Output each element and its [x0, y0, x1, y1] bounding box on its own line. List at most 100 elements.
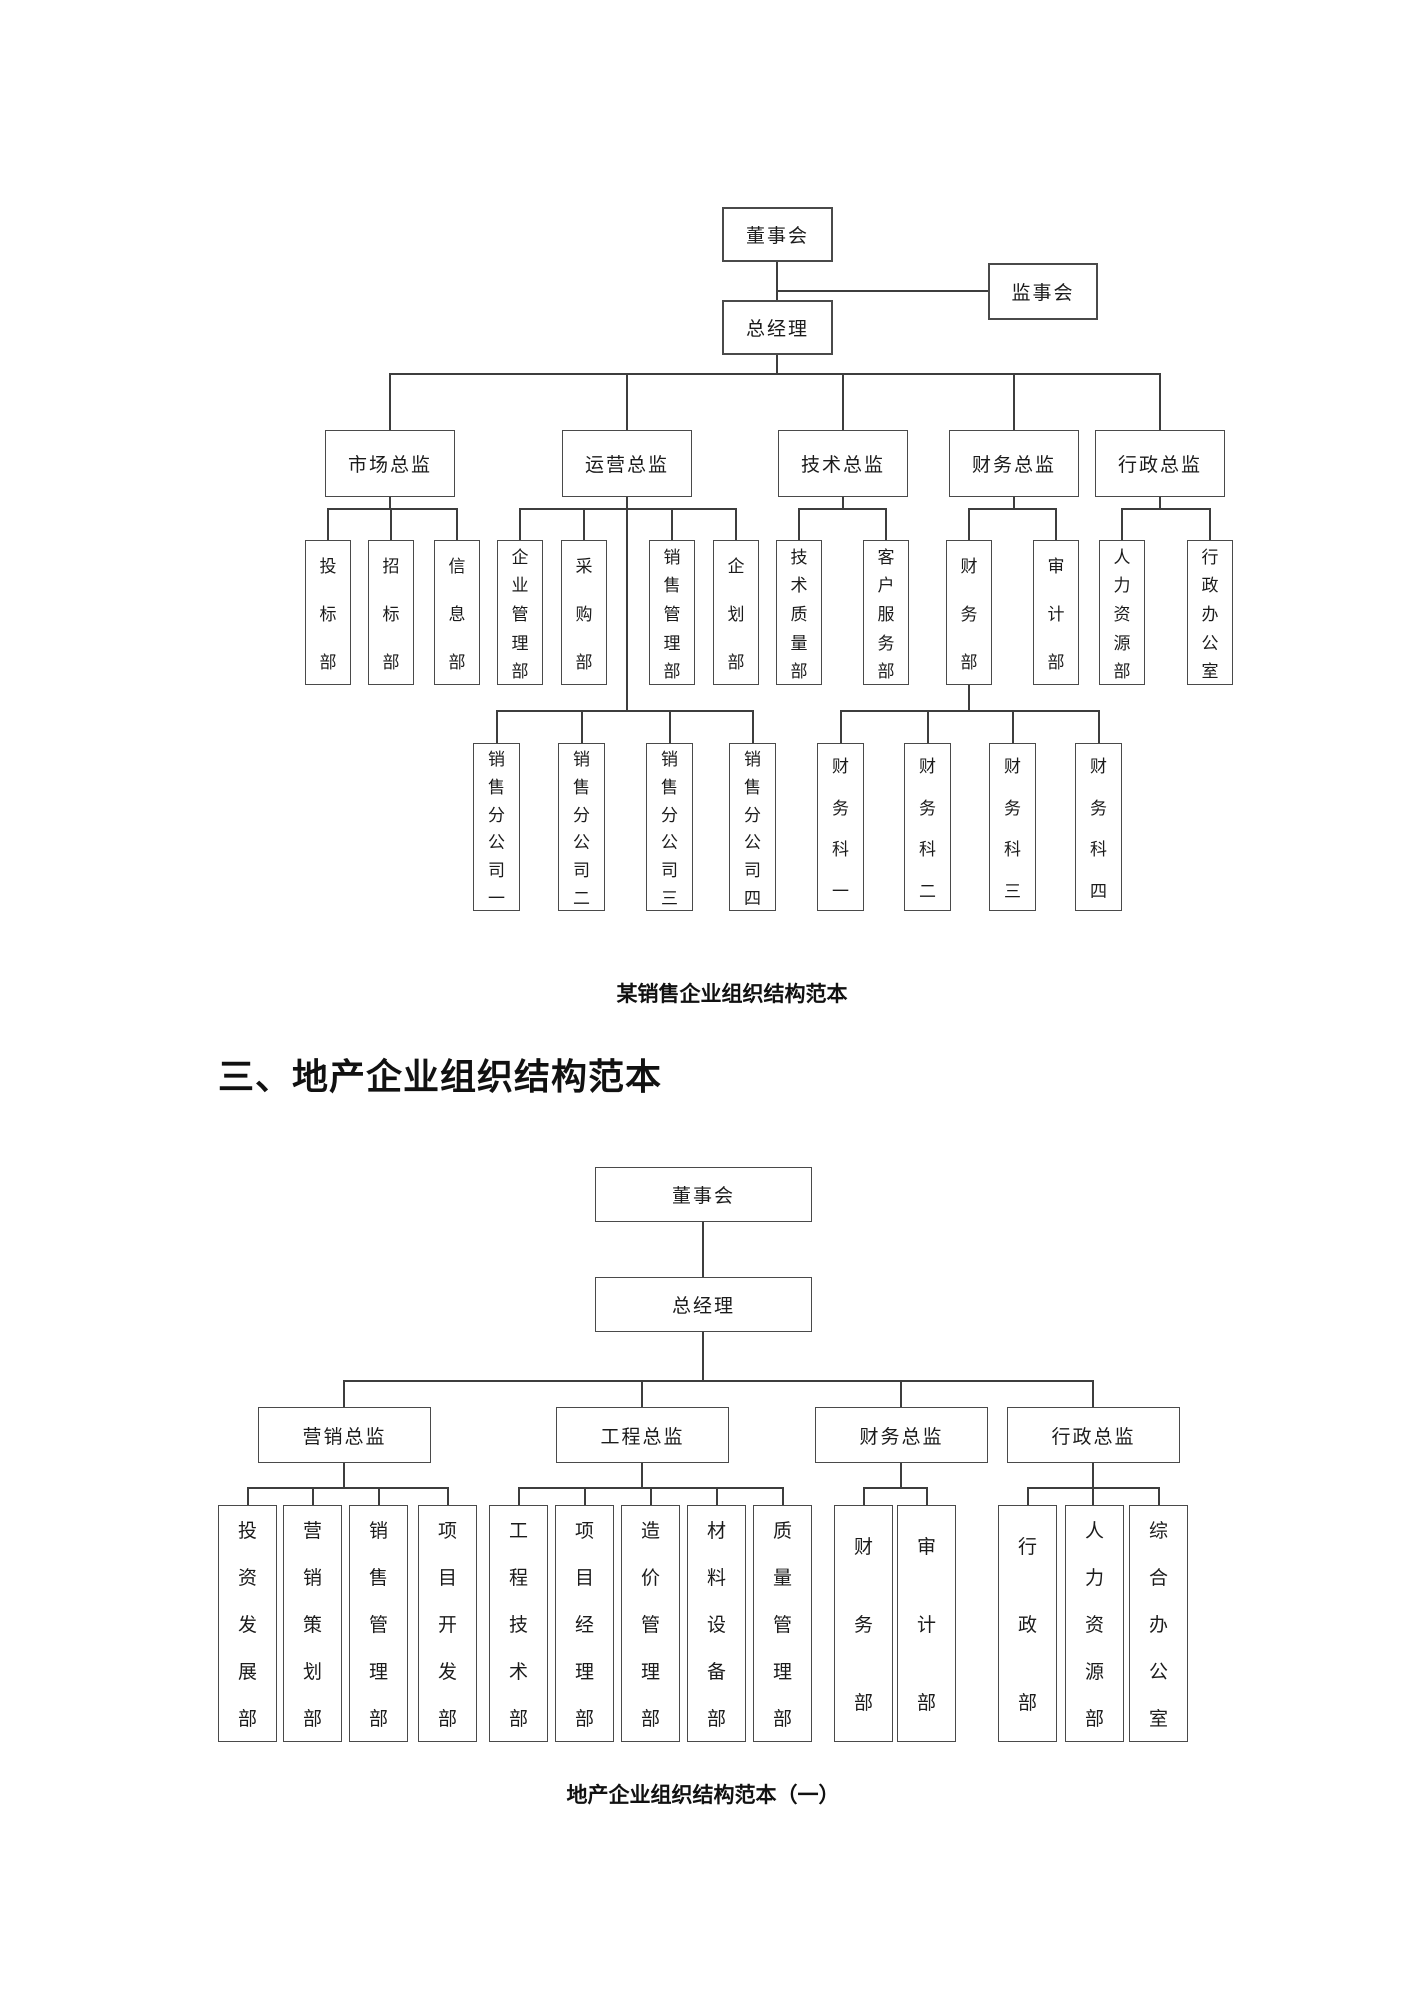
connector-line — [840, 710, 1100, 712]
node-dept: 审计部 — [897, 1505, 956, 1742]
node-dept: 销售管理部 — [649, 540, 695, 685]
connector-line — [389, 497, 391, 508]
node-dept: 采购部 — [561, 540, 607, 685]
connector-line — [1209, 508, 1211, 540]
node-dept: 客户服务部 — [863, 540, 909, 685]
node-dept-label: 造价管理部 — [640, 1521, 660, 1730]
connector-line — [447, 1487, 449, 1505]
connector-line — [343, 1380, 1094, 1382]
node-dept: 人力资源部 — [1065, 1505, 1124, 1742]
connector-line — [496, 710, 498, 743]
node-finance-section: 财务科四 — [1075, 743, 1122, 911]
node-dept: 投标部 — [305, 540, 351, 685]
connector-line — [343, 1380, 345, 1407]
connector-line — [312, 1487, 314, 1505]
connector-line — [735, 508, 737, 540]
connector-line — [885, 508, 887, 540]
connector-line — [702, 1222, 704, 1277]
connector-line — [1013, 497, 1015, 508]
connector-line — [583, 508, 585, 540]
node-dept-label: 人力资源部 — [1084, 1521, 1104, 1730]
connector-line — [798, 508, 887, 510]
connector-line — [1027, 1487, 1029, 1505]
connector-line — [1159, 373, 1161, 430]
node-dept: 信息部 — [434, 540, 480, 685]
node-dept: 财务部 — [834, 1505, 893, 1742]
node-label: 财务科一 — [832, 757, 849, 901]
connector-line — [716, 1487, 718, 1505]
node-sales-branch: 销售分公司四 — [729, 743, 776, 911]
node-dept: 项目开发部 — [418, 1505, 477, 1742]
connector-line — [798, 508, 800, 540]
node-dept: 造价管理部 — [621, 1505, 680, 1742]
connector-line — [389, 373, 1161, 375]
node-dept-label: 投标部 — [319, 557, 337, 672]
node-dept: 审计部 — [1033, 540, 1079, 685]
node-dept: 综合办公室 — [1129, 1505, 1188, 1742]
node-dept-label: 项目经理部 — [574, 1521, 594, 1730]
node-dept-label: 企业管理部 — [511, 547, 529, 682]
node-director-finance: 财务总监 — [815, 1407, 988, 1463]
node-dept-label: 技术质量部 — [790, 547, 808, 682]
connector-line — [626, 497, 628, 508]
node-dept: 人力资源部 — [1099, 540, 1145, 685]
connector-line — [702, 1332, 704, 1380]
connector-line — [863, 1487, 865, 1505]
node-dept-label: 质量管理部 — [772, 1521, 792, 1730]
node-label: 销售分公司二 — [573, 750, 590, 908]
connector-line — [626, 373, 628, 430]
node-general-manager: 总经理 — [722, 300, 833, 355]
node-dept-label: 人力资源部 — [1113, 547, 1131, 682]
node-dept-label: 工程技术部 — [508, 1521, 528, 1730]
node-dept: 投资发展部 — [218, 1505, 277, 1742]
node-dept-label: 行政办公室 — [1201, 547, 1219, 682]
node-dept: 技术质量部 — [776, 540, 822, 685]
connector-line — [968, 685, 970, 710]
connector-line — [1013, 373, 1015, 430]
connector-line — [327, 508, 329, 540]
node-label: 销售分公司三 — [661, 750, 678, 908]
node-dept-label: 营销策划部 — [302, 1521, 322, 1730]
connector-line — [782, 1487, 784, 1505]
node-dept: 企业管理部 — [497, 540, 543, 685]
connector-line — [926, 1487, 928, 1505]
node-dept: 企划部 — [713, 540, 759, 685]
connector-line — [1121, 508, 1123, 540]
connector-line — [650, 1487, 652, 1505]
node-dept: 销售管理部 — [349, 1505, 408, 1742]
node-director-technology: 技术总监 — [778, 430, 908, 497]
node-label: 财务科三 — [1004, 757, 1021, 901]
connector-line — [776, 355, 778, 373]
node-dept-label: 材料设备部 — [706, 1521, 726, 1730]
node-sales-branch: 销售分公司一 — [473, 743, 520, 911]
connector-line — [900, 1463, 902, 1487]
node-finance-section: 财务科三 — [989, 743, 1036, 911]
node-dept-label: 审计部 — [1047, 557, 1065, 672]
connector-line — [1159, 497, 1161, 508]
node-label: 销售分公司一 — [488, 750, 505, 908]
connector-line — [1055, 508, 1057, 540]
connector-line — [519, 508, 521, 540]
connector-line — [927, 710, 929, 743]
connector-line — [389, 373, 391, 430]
node-dept: 行政办公室 — [1187, 540, 1233, 685]
node-dept: 工程技术部 — [489, 1505, 548, 1742]
connector-line — [669, 710, 671, 743]
node-director-finance: 财务总监 — [949, 430, 1079, 497]
connector-line — [840, 710, 842, 743]
connector-line — [968, 508, 970, 540]
connector-line — [1121, 508, 1211, 510]
connector-line — [968, 508, 1057, 510]
connector-line — [641, 1463, 643, 1487]
node-dept-label: 行政部 — [1017, 1536, 1037, 1715]
node-dept: 行政部 — [998, 1505, 1057, 1742]
connector-line — [496, 710, 754, 712]
connector-line — [1092, 1380, 1094, 1407]
node-finance-section: 财务科一 — [817, 743, 864, 911]
node-dept-label: 财务部 — [960, 557, 978, 672]
connector-line — [641, 1380, 643, 1407]
connector-line — [1027, 1487, 1160, 1489]
node-director-admin: 行政总监 — [1007, 1407, 1180, 1463]
